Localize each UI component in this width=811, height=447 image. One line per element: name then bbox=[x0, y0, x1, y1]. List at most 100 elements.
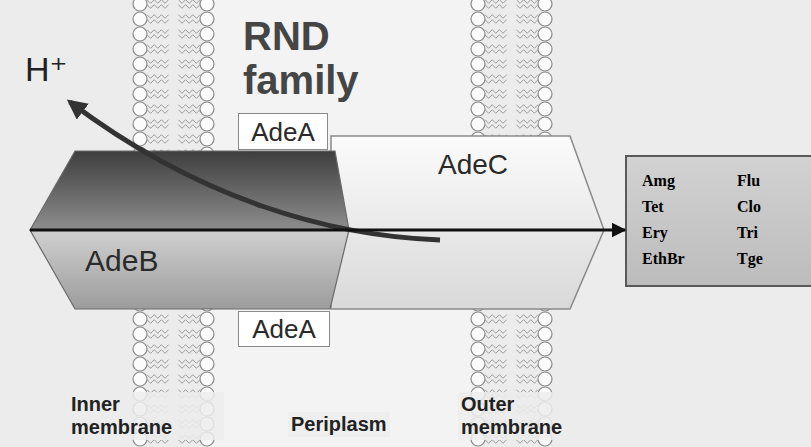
lipid-tail bbox=[178, 140, 200, 144]
lipid-tail bbox=[485, 375, 507, 379]
lipid-tail bbox=[178, 35, 200, 39]
lipid-head bbox=[471, 102, 485, 116]
lipid-tail bbox=[516, 125, 538, 129]
lipid-tail bbox=[178, 80, 200, 84]
protein-name: AdeA bbox=[252, 314, 316, 344]
lipid-head bbox=[133, 72, 147, 86]
lipid-tail bbox=[485, 30, 507, 34]
region-label: Outer membrane bbox=[458, 392, 614, 440]
lipid-tail bbox=[147, 75, 169, 79]
lipid-head bbox=[538, 87, 552, 101]
substrate-box: AmgFluTetCloEryTriEthBrTge bbox=[625, 155, 811, 287]
lipid-tail bbox=[516, 95, 538, 99]
lipid-head bbox=[471, 357, 485, 371]
lipid-tail bbox=[178, 5, 200, 9]
lipid-tail bbox=[516, 330, 538, 334]
antibiotic-name: Tet bbox=[642, 197, 664, 217]
lipid-tail bbox=[516, 110, 538, 114]
lipid-tail bbox=[147, 45, 169, 49]
lipid-tail bbox=[147, 95, 169, 99]
lipid-head bbox=[133, 312, 147, 326]
lipid-head bbox=[133, 117, 147, 131]
transporter-lower bbox=[30, 230, 349, 309]
lipid-tail bbox=[178, 360, 200, 364]
lipid-head bbox=[538, 102, 552, 116]
lipid-tail bbox=[178, 60, 200, 64]
lipid-tail bbox=[516, 50, 538, 54]
lipid-tail bbox=[485, 20, 507, 24]
lipid-head bbox=[471, 42, 485, 56]
lipid-tail bbox=[178, 350, 200, 354]
lipid-tail bbox=[147, 65, 169, 69]
antibiotic-name: EthBr bbox=[642, 249, 685, 269]
region-label: Inner membrane bbox=[68, 392, 224, 440]
lipid-head bbox=[200, 312, 214, 326]
lipid-tail bbox=[485, 50, 507, 54]
lipid-head bbox=[133, 57, 147, 71]
lipid-tail bbox=[178, 20, 200, 24]
lipid-tail bbox=[147, 110, 169, 114]
lipid-tail bbox=[485, 45, 507, 49]
lipid-head bbox=[471, 0, 485, 11]
lipid-tail bbox=[485, 95, 507, 99]
lipid-head bbox=[133, 0, 147, 11]
lipid-tail bbox=[485, 440, 507, 444]
lipid-tail bbox=[178, 330, 200, 334]
channel-body bbox=[331, 136, 604, 309]
lipid-tail bbox=[147, 330, 169, 334]
lipid-head bbox=[200, 57, 214, 71]
lipid-tail bbox=[147, 345, 169, 349]
efflux-arrow bbox=[30, 229, 625, 232]
lipid-tail bbox=[147, 440, 169, 444]
lipid-tail bbox=[485, 360, 507, 364]
lipid-tail bbox=[147, 105, 169, 109]
lipid-tail bbox=[485, 315, 507, 319]
protein-box: AdeA bbox=[238, 311, 330, 347]
lipid-head bbox=[471, 87, 485, 101]
lipid-tail bbox=[147, 0, 169, 3]
lipid-tail bbox=[516, 335, 538, 339]
lipid-head bbox=[471, 12, 485, 26]
region-label: Periplasm bbox=[288, 412, 390, 437]
lipid-head bbox=[538, 372, 552, 386]
lipid-tail bbox=[178, 320, 200, 324]
lipid-head bbox=[471, 342, 485, 356]
lipid-tail bbox=[178, 440, 200, 444]
lipid-tail bbox=[485, 0, 507, 3]
lipid-head bbox=[471, 57, 485, 71]
lipid-head bbox=[538, 57, 552, 71]
lipid-tail bbox=[485, 75, 507, 79]
lipid-head bbox=[200, 27, 214, 41]
lipid-tail bbox=[178, 30, 200, 34]
lipid-tail bbox=[485, 60, 507, 64]
lipid-tail bbox=[516, 20, 538, 24]
lipid-tail bbox=[178, 50, 200, 54]
lipid-tail bbox=[178, 90, 200, 94]
lipid-head bbox=[200, 117, 214, 131]
lipid-head bbox=[200, 102, 214, 116]
lipid-tail bbox=[147, 350, 169, 354]
lipid-tail bbox=[516, 90, 538, 94]
lipid-tail bbox=[147, 50, 169, 54]
lipid-tail bbox=[147, 380, 169, 384]
lipid-tail bbox=[485, 105, 507, 109]
lipid-tail bbox=[147, 60, 169, 64]
lipid-head bbox=[538, 327, 552, 341]
lipid-head bbox=[133, 87, 147, 101]
lipid-tail bbox=[147, 375, 169, 379]
lipid-tail bbox=[147, 135, 169, 139]
lipid-tail bbox=[516, 80, 538, 84]
lipid-tail bbox=[485, 35, 507, 39]
lipid-tail bbox=[178, 375, 200, 379]
lipid-tail bbox=[178, 95, 200, 99]
lipid-tail bbox=[516, 345, 538, 349]
lipid-tail bbox=[516, 360, 538, 364]
lipid-tail bbox=[485, 365, 507, 369]
lipid-head bbox=[538, 342, 552, 356]
lipid-tail bbox=[178, 110, 200, 114]
protein-name: AdeB bbox=[85, 244, 158, 278]
lipid-tail bbox=[147, 90, 169, 94]
lipid-tail bbox=[147, 140, 169, 144]
lipid-tail bbox=[147, 320, 169, 324]
